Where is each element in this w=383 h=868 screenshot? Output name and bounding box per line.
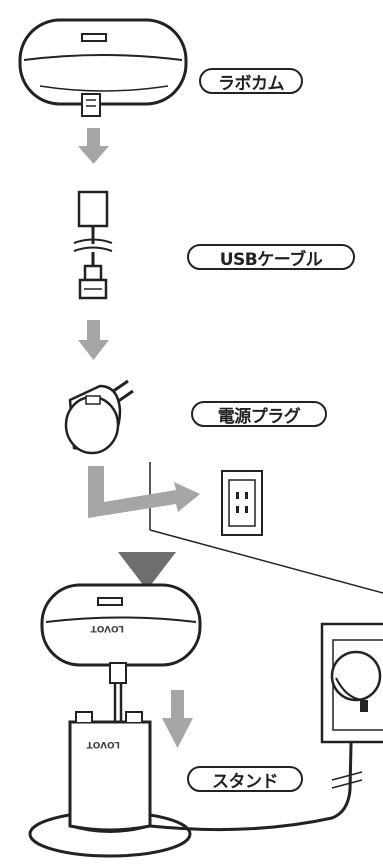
usb-cable-icon [73, 190, 113, 300]
stand-label: スタンド [187, 766, 303, 792]
power-plug-icon [64, 379, 134, 455]
wall-outlet-plugged-icon [320, 622, 383, 744]
stand-device [28, 711, 192, 858]
svg-text:LOVOT: LOVOT [86, 739, 120, 749]
wall [149, 462, 383, 594]
camera-label: ラボカム [199, 68, 303, 94]
power-cable [149, 699, 363, 832]
internal-cable [113, 683, 123, 722]
usb-cable-label: USBケーブル [187, 244, 355, 270]
down-arrow-icon [78, 128, 109, 164]
usb-connector-icon [81, 93, 101, 117]
down-arrow-icon [78, 320, 109, 360]
wall-outlet-icon [221, 470, 263, 536]
big-down-arrow-icon [118, 552, 176, 590]
camera-on-stand [40, 583, 202, 684]
svg-text:LOVOT: LOVOT [90, 623, 124, 633]
power-plug-label: 電源プラグ [191, 401, 327, 427]
camera-device [18, 18, 188, 106]
lovot-marking: LOVOT [90, 623, 124, 633]
lovot-marking-stand: LOVOT [86, 739, 120, 749]
bent-arrow-icon [88, 466, 200, 518]
down-arrow-icon [162, 690, 193, 748]
